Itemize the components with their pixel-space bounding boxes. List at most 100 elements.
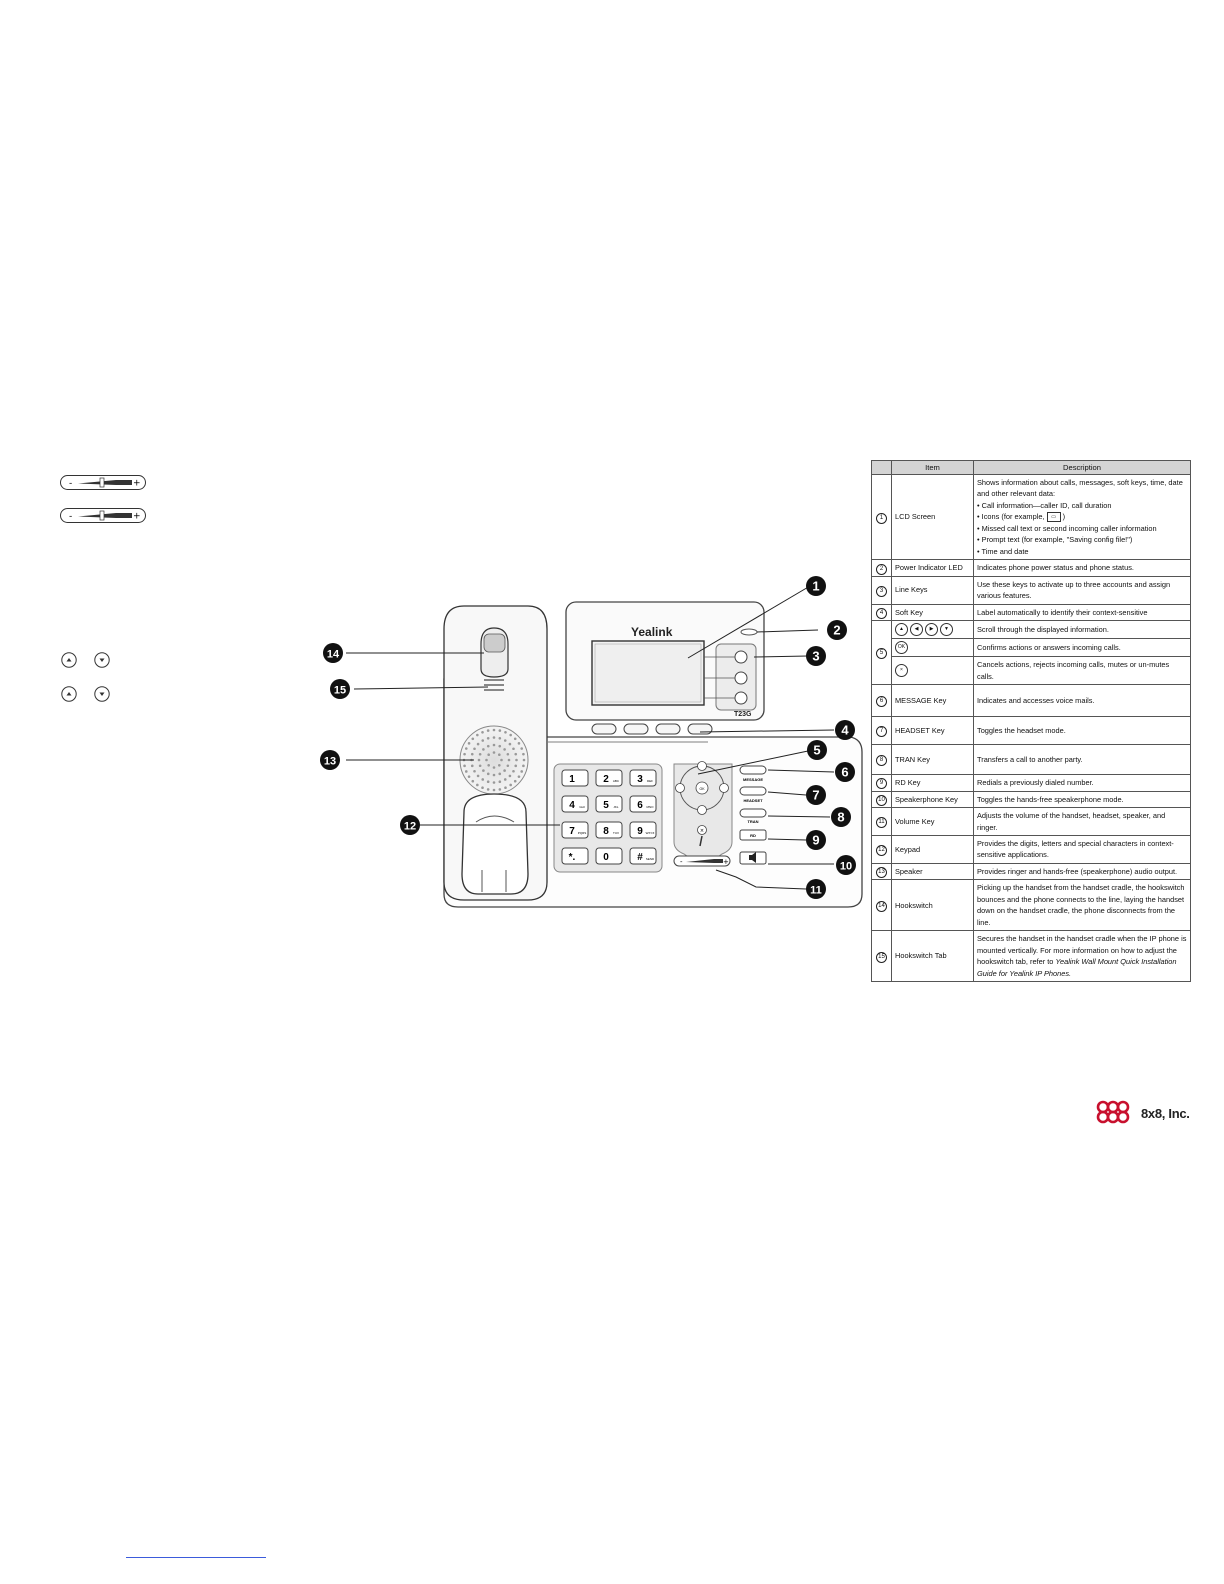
headset-key — [739, 786, 767, 796]
table-row: 10 Speakerphone Key Toggles the hands-fr… — [871, 790, 1191, 809]
grill-dot — [473, 747, 476, 751]
keypad-key — [595, 769, 623, 787]
message-key — [739, 765, 767, 775]
grill-dot — [467, 742, 471, 745]
hookswitch-tab — [484, 679, 504, 691]
row-item: HEADSET Key — [891, 716, 974, 746]
table-row: 6 MESSAGE Key Indicates and accesses voi… — [871, 684, 1191, 718]
grill-dot — [487, 753, 490, 756]
row-item: Speaker — [891, 862, 974, 881]
row-description: Toggles the headset mode. — [973, 716, 1191, 746]
grill-dot — [485, 758, 488, 762]
grill-dot — [471, 779, 475, 783]
company-name: 8x8, Inc. — [1141, 1106, 1190, 1121]
row-description: Toggles the hands-free speakerphone mode… — [973, 790, 1191, 809]
callout-badge — [806, 576, 826, 596]
keypad-key-digit: 2 — [603, 774, 609, 785]
grill-dot — [514, 752, 518, 756]
grill-dot — [509, 783, 512, 787]
grill-dot — [476, 783, 479, 787]
lcd-bullet: Time and date — [977, 546, 1187, 557]
grill-dot — [477, 758, 481, 762]
grill-dot — [508, 774, 512, 778]
table-row: 1 LCD Screen Shows information about cal… — [871, 473, 1191, 561]
table-row: 15 Hookswitch Tab Secures the handset in… — [871, 930, 1191, 983]
up-arrow-icon — [61, 652, 77, 668]
grill-dot — [486, 744, 490, 748]
grill-dot — [504, 786, 507, 790]
keypad-key — [561, 847, 589, 865]
row-number: 13 — [876, 867, 887, 879]
headset-key-label: HEADSET — [743, 798, 763, 803]
callout-badge — [320, 750, 340, 770]
grill-dot — [522, 764, 525, 768]
row-number: 14 — [876, 900, 887, 912]
grill-dot — [463, 752, 466, 756]
grill-dot — [506, 764, 510, 768]
table-row: 13 Speaker Provides ringer and hands-fre… — [871, 862, 1191, 881]
grill-dot — [500, 758, 503, 762]
callout-number: 11 — [810, 885, 822, 897]
keypad-key-digit: 6 — [637, 800, 643, 811]
grill-dot — [520, 770, 524, 773]
keypad-key — [629, 795, 657, 813]
grill-dot — [486, 729, 490, 732]
callout-number: 2 — [833, 623, 840, 638]
row-number: 15 — [876, 951, 887, 963]
ok-key — [695, 781, 709, 795]
grill-dot — [520, 747, 524, 750]
table-row: 3 Line Keys Use these keys to activate u… — [871, 575, 1191, 605]
grill-dot — [487, 764, 490, 767]
row-description: Adjusts the volume of the handset, heads… — [973, 807, 1191, 836]
soft-keys — [591, 723, 713, 735]
callout-badge — [831, 807, 851, 827]
keypad-key-digit: # — [637, 852, 643, 863]
grill-dot — [481, 778, 485, 781]
row-item: Power Indicator LED — [891, 559, 974, 577]
row-number: 3 — [876, 585, 887, 597]
grill-dot — [492, 781, 496, 784]
grill-dot — [486, 772, 490, 776]
down-arrow-icon — [94, 686, 110, 702]
grill-dot — [470, 752, 474, 756]
row-number: 12 — [876, 844, 887, 856]
callout-lines — [346, 585, 835, 890]
callout-number: 9 — [812, 833, 819, 848]
row-description: Indicates and accesses voice mails. — [973, 684, 1191, 718]
keypad-key-digit: 5 — [603, 800, 609, 811]
line-keys — [704, 643, 757, 711]
row-description: Redials a previously dialed number. — [973, 774, 1191, 792]
grill-dot — [503, 769, 506, 772]
row-number: 1 — [876, 512, 887, 524]
header-item: Item — [891, 460, 974, 475]
grill-dot — [473, 769, 476, 773]
table-row: 7 HEADSET Key Toggles the headset mode. — [871, 716, 1191, 746]
keypad-key — [629, 821, 657, 839]
grill-dot — [498, 729, 502, 732]
row-description: Secures the handset in the handset cradl… — [973, 930, 1191, 983]
keypad-key-letters: PQRS — [578, 831, 587, 835]
grill-dot — [498, 753, 501, 756]
callout-badge — [835, 720, 855, 740]
company-logo — [1096, 1100, 1130, 1124]
grill-dot — [517, 742, 521, 745]
grill-dot — [486, 736, 490, 740]
message-key-label: MESSAGE — [743, 777, 763, 782]
footer-link-underline[interactable] — [126, 1557, 266, 1558]
svg-text:+: + — [133, 479, 141, 489]
row-number: 9 — [876, 778, 887, 790]
callout-badge — [323, 643, 343, 663]
grill-dot — [486, 788, 490, 791]
rd-key-label: RD — [750, 833, 756, 838]
handset-cradle — [461, 793, 529, 895]
grill-dot — [503, 739, 507, 742]
row-description: Scroll through the displayed information… — [973, 620, 1191, 640]
row-description: Label automatically to identify their co… — [973, 603, 1191, 622]
row-description: Picking up the handset from the handset … — [973, 879, 1191, 932]
keypad-key-letters: JKL — [613, 805, 619, 809]
callout-number: 13 — [324, 756, 336, 768]
row-item: Speakerphone Key — [891, 790, 974, 809]
row-number: 7 — [876, 726, 887, 738]
row-number: 4 — [876, 607, 887, 619]
grill-dot — [517, 775, 521, 778]
